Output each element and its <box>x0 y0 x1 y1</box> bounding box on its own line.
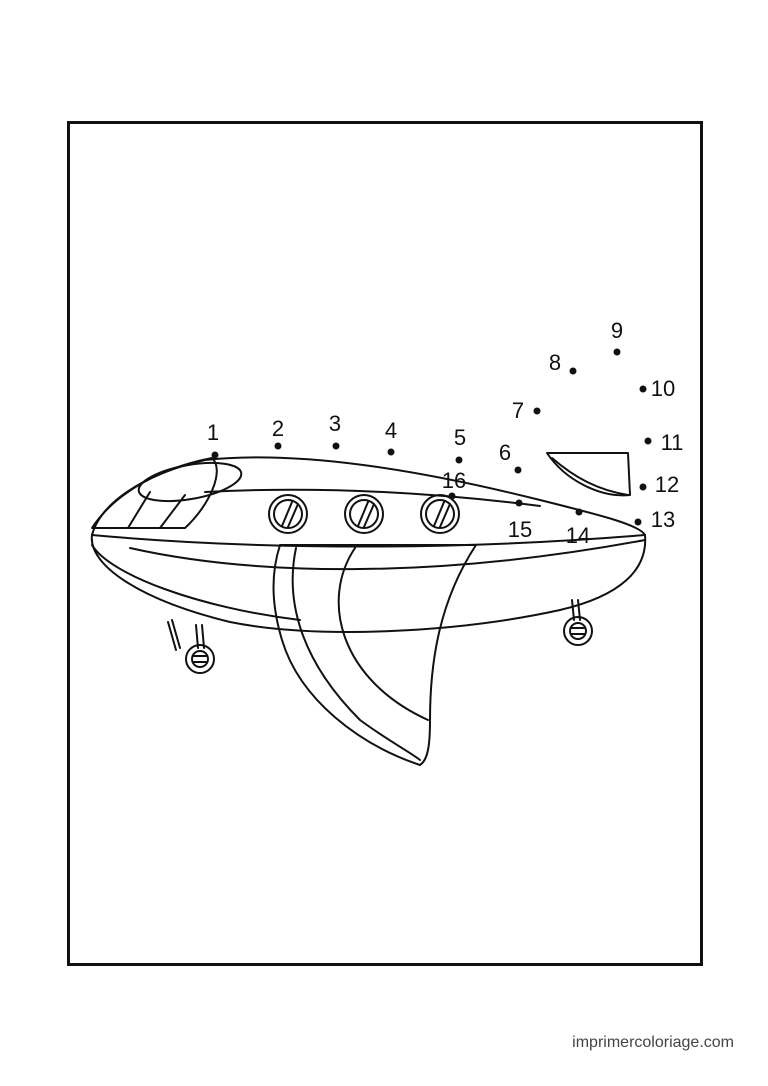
portholes <box>268 494 460 534</box>
rear-wheel <box>563 616 593 646</box>
dot-point-13 <box>634 518 642 526</box>
dot-number-3: 3 <box>329 411 341 436</box>
dot-point-5 <box>455 456 463 464</box>
dot-number-13: 13 <box>651 507 675 532</box>
dot-number-14: 14 <box>566 523 590 548</box>
front-wheel <box>185 644 215 674</box>
dot-number-6: 6 <box>499 440 511 465</box>
dot-point-7 <box>533 407 541 415</box>
cockpit-window <box>137 461 243 503</box>
wing <box>272 544 477 766</box>
site-watermark: imprimercoloriage.com <box>572 1034 734 1051</box>
dot-point-1 <box>211 451 219 459</box>
dot-point-8 <box>569 367 577 375</box>
dot-number-5: 5 <box>454 425 466 450</box>
dot-number-10: 10 <box>651 376 675 401</box>
dot-point-4 <box>387 448 395 456</box>
dot-point-14 <box>575 508 583 516</box>
airplane-belly <box>90 534 647 633</box>
dot-point-10 <box>639 385 647 393</box>
dot-number-11: 11 <box>661 430 684 455</box>
dot-number-12: 12 <box>655 472 679 497</box>
dot-number-9: 9 <box>611 318 623 343</box>
dot-number-8: 8 <box>549 350 561 375</box>
dot-point-9 <box>613 348 621 356</box>
dot-number-2: 2 <box>272 416 284 441</box>
tail-fin <box>546 452 631 497</box>
dot-point-2 <box>274 442 282 450</box>
page-border <box>67 121 703 966</box>
dot-number-4: 4 <box>385 418 397 443</box>
dot-point-3 <box>332 442 340 450</box>
dot-number-15: 15 <box>508 517 532 542</box>
dot-number-16: 16 <box>442 468 466 493</box>
dot-point-6 <box>514 466 522 474</box>
dot-number-1: 1 <box>207 420 219 445</box>
dot-point-16 <box>448 492 456 500</box>
dot-number-7: 7 <box>512 398 524 423</box>
dot-point-12 <box>639 483 647 491</box>
cockpit <box>91 457 218 529</box>
dot-point-11 <box>644 437 652 445</box>
dot-point-15 <box>515 499 523 507</box>
